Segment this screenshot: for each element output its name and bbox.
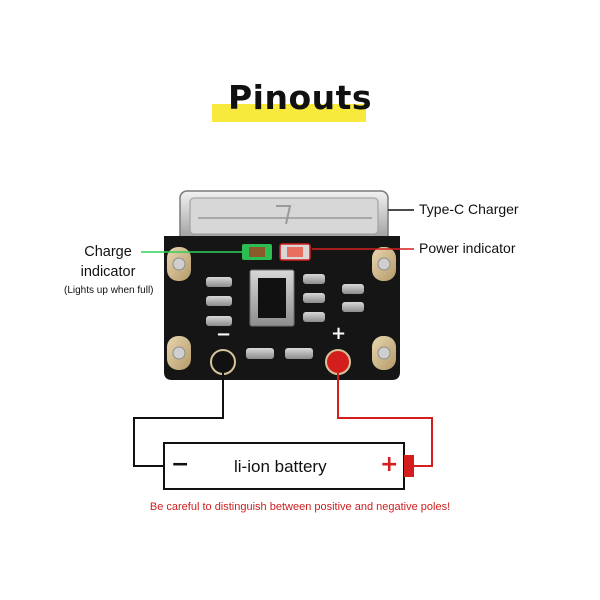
corner-pad-top-right	[372, 247, 396, 281]
corner-pad-bottom-left	[167, 336, 191, 370]
power-led	[279, 243, 311, 261]
battery-negative-symbol: −	[171, 452, 190, 477]
positive-wire	[337, 372, 433, 467]
charge-led	[242, 244, 272, 260]
charge-indicator-label-line2: indicator	[80, 264, 136, 280]
negative-wire	[133, 372, 224, 467]
corner-pad-bottom-right	[372, 336, 396, 370]
pcb-board	[164, 236, 400, 380]
battery	[163, 442, 414, 490]
pcb-negative-pad	[210, 349, 236, 375]
power-indicator-label: Power indicator	[419, 240, 516, 256]
pcb-positive-pad	[325, 349, 351, 375]
charge-indicator-label-line1: Charge	[84, 244, 132, 260]
type-c-charger-label: Type-C Charger	[419, 201, 519, 217]
battery-positive-symbol: +	[380, 452, 399, 477]
pcb-positive-symbol: +	[331, 323, 347, 344]
polarity-warning: Be careful to distinguish between positi…	[149, 501, 451, 513]
title-highlight	[212, 104, 366, 122]
battery-label: li-ion battery	[234, 457, 327, 476]
pcb-negative-symbol: −	[216, 324, 232, 345]
page-title: Pinouts	[227, 78, 373, 117]
smd-components	[206, 274, 364, 359]
charge-indicator-note: (Lights up when full)	[64, 285, 154, 296]
title-container: Pinouts	[0, 78, 600, 117]
corner-pad-top-left	[167, 247, 191, 281]
ic-chip	[249, 269, 295, 327]
